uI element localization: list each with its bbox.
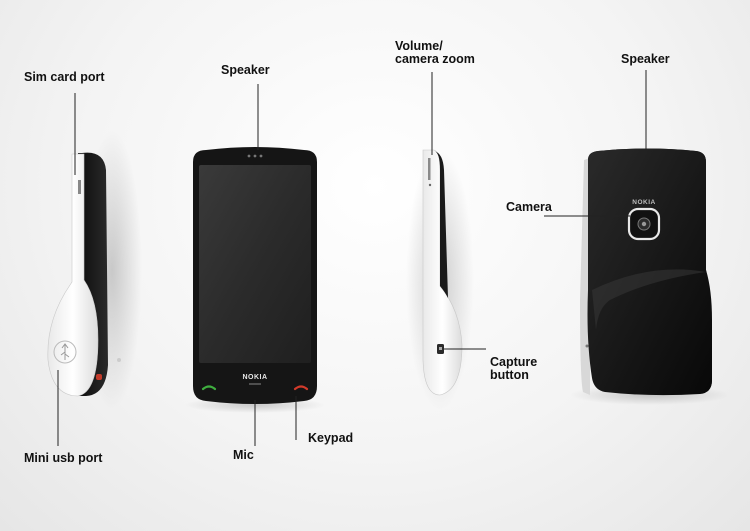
front-brand-logo: NOKIA <box>242 374 267 381</box>
label-keypad: Keypad <box>308 431 354 445</box>
usb-icon <box>53 340 77 364</box>
camera-lens-icon <box>627 207 661 241</box>
label-volume-line1: Volume/ <box>395 39 443 53</box>
label-sim-card-port: Sim card port <box>24 70 105 84</box>
label-speaker-front: Speaker <box>221 63 270 77</box>
label-mini-usb-port: Mini usb port <box>24 451 103 465</box>
side-view-left <box>47 130 142 410</box>
label-speaker-back: Speaker <box>621 52 670 66</box>
back-brand-logo: NOKIA <box>632 199 655 206</box>
label-capture-line1: Capture <box>490 355 538 369</box>
back-view: NOKIA <box>570 148 730 405</box>
label-mic: Mic <box>233 448 254 462</box>
capture-icon <box>437 344 444 354</box>
front-speaker-dots <box>247 154 263 158</box>
side-view-right <box>406 149 474 410</box>
end-call-icon <box>293 385 309 391</box>
front-view: NOKIA <box>185 147 325 413</box>
call-icon <box>201 385 217 391</box>
label-volume-line2: camera zoom <box>395 52 475 66</box>
label-capture-line2: button <box>490 368 529 382</box>
label-camera: Camera <box>506 200 552 214</box>
